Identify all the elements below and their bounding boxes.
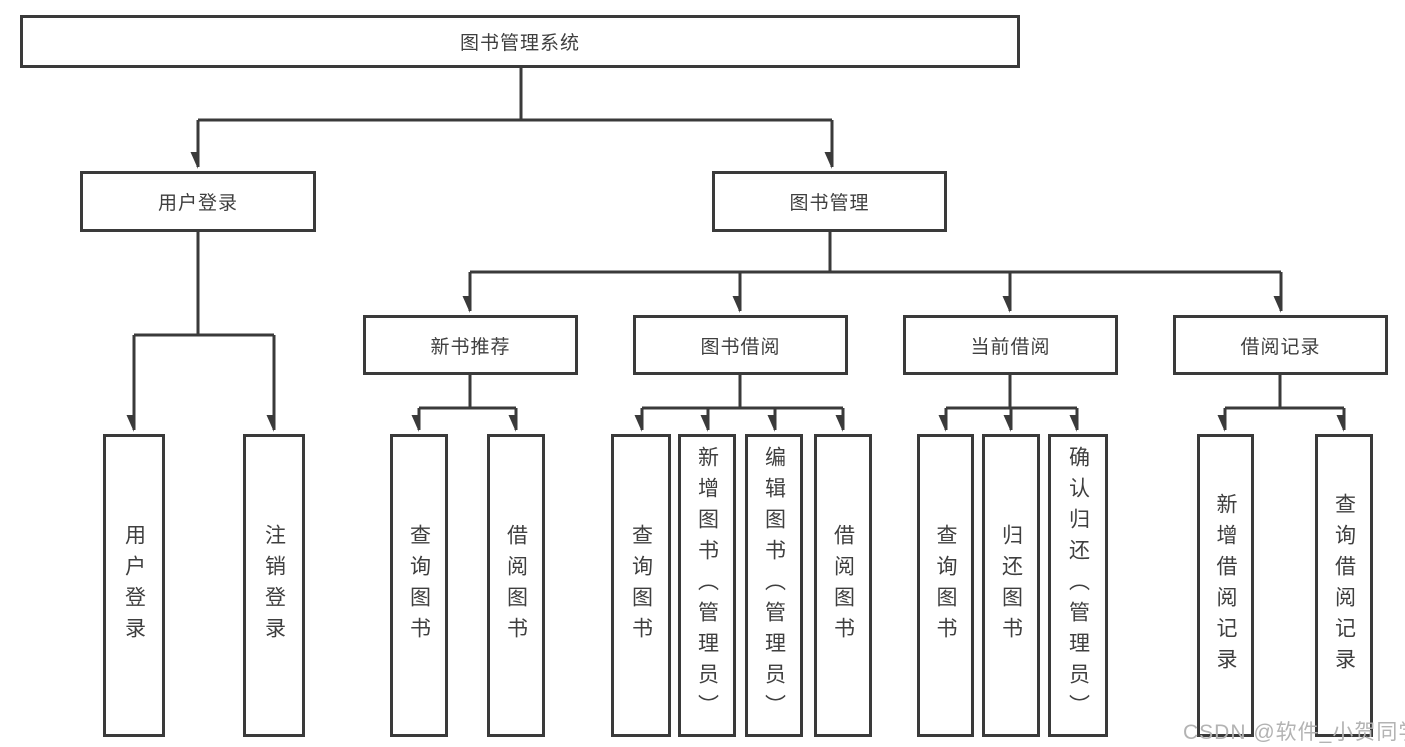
leaf-confirm-return-admin: 确认归还（管理员） [1048, 434, 1108, 737]
node-label: 图书借阅 [700, 336, 781, 358]
node-label: 当前借阅 [970, 336, 1051, 358]
leaf-query-borrow-record: 查询借阅记录 [1315, 434, 1373, 737]
leaf-add-book-admin: 新增图书（管理员） [678, 434, 736, 737]
leaf-query-books-recommend: 查询图书 [390, 434, 448, 737]
node-label: 用户登录 [157, 193, 238, 214]
node-user-login-branch: 用户登录 [80, 171, 316, 232]
node-label: 图书管理 [789, 193, 870, 214]
leaf-edit-book-admin: 编辑图书（管理员） [745, 434, 803, 737]
leaf-return-books: 归还图书 [982, 434, 1040, 737]
leaf-label: 用户登录 [122, 523, 146, 648]
leaf-label: 查询图书 [407, 523, 431, 648]
leaf-query-books-current: 查询图书 [917, 434, 974, 737]
leaf-label: 确认归还（管理员） [1066, 446, 1090, 725]
node-borrowing-records: 借阅记录 [1173, 315, 1388, 375]
leaf-add-borrow-record: 新增借阅记录 [1197, 434, 1254, 737]
leaf-label: 归还图书 [999, 523, 1023, 648]
leaf-user-login: 用户登录 [103, 434, 165, 737]
leaf-logout: 注销登录 [243, 434, 305, 737]
leaf-label: 新增图书（管理员） [695, 446, 719, 725]
node-root-label: 图书管理系统 [459, 33, 580, 54]
leaf-label: 新增借阅记录 [1214, 492, 1237, 679]
node-book-management-branch: 图书管理 [712, 171, 947, 232]
leaf-borrow-books-recommend: 借阅图书 [487, 434, 545, 737]
csdn-watermark: CSDN @软件_小贺同学 [1183, 721, 1405, 744]
node-label: 新书推荐 [430, 336, 511, 358]
leaf-borrow-books-borrowing: 借阅图书 [814, 434, 872, 737]
node-new-book-recommend: 新书推荐 [363, 315, 578, 375]
leaf-label: 编辑图书（管理员） [762, 446, 786, 725]
node-book-borrowing: 图书借阅 [633, 315, 848, 375]
leaf-label: 查询图书 [934, 523, 957, 648]
leaf-label: 注销登录 [262, 523, 286, 648]
leaf-query-books-borrowing: 查询图书 [611, 434, 671, 737]
leaf-label: 借阅图书 [504, 523, 528, 648]
leaf-label: 借阅图书 [831, 523, 855, 648]
leaf-label: 查询图书 [629, 523, 653, 648]
node-label: 借阅记录 [1240, 336, 1321, 358]
node-root: 图书管理系统 [20, 15, 1020, 68]
leaf-label: 查询借阅记录 [1332, 492, 1356, 679]
node-current-borrowing: 当前借阅 [903, 315, 1118, 375]
